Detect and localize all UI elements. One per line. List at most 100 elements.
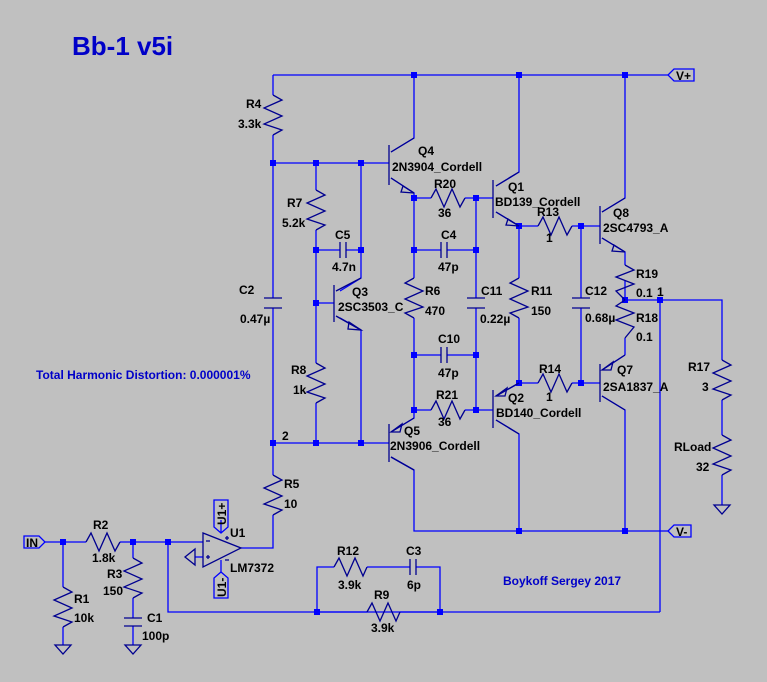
label-q8-name: Q8	[613, 206, 629, 220]
resistor-r13	[537, 215, 573, 237]
label-u1-name: U1	[230, 526, 246, 540]
ground-icon	[123, 644, 143, 655]
svg-text:V+: V+	[676, 69, 691, 83]
label-q2-value: BD140_Cordell	[496, 406, 581, 420]
label-r19-name: R19	[636, 267, 658, 281]
label-c5-value: 4.7n	[332, 260, 356, 274]
label-r18-name: R18	[636, 311, 658, 325]
label-rload-value: 32	[696, 460, 710, 474]
label-r6-value: 470	[425, 304, 445, 318]
resistor-rload	[711, 434, 733, 476]
label-q1-value: BD139_Cordell	[495, 195, 580, 209]
label-r9-name: R9	[374, 588, 390, 602]
label-r18-value: 0.1	[636, 330, 653, 344]
resistor-r8	[305, 362, 327, 404]
label-r5-value: 10	[284, 497, 298, 511]
author-note: Boykoff Sergey 2017	[503, 574, 621, 588]
resistor-r3	[122, 557, 144, 599]
resistor-r14	[537, 372, 573, 394]
label-c2-name: C2	[239, 283, 255, 297]
transistor-q3	[333, 277, 364, 331]
port-u1minus: U1-	[213, 571, 229, 599]
label-r2-name: R2	[93, 518, 109, 532]
label-c3-name: C3	[406, 544, 422, 558]
label-q1-name: Q1	[508, 180, 524, 194]
label-r8-name: R8	[291, 363, 307, 377]
label-r13-value: 1	[546, 231, 553, 245]
component-labels: R4 3.3k Q4 2N3904_Cordell R20 36 Q1 BD13…	[74, 97, 711, 643]
ground-symbols	[53, 504, 732, 655]
label-r19-value: 0.1	[636, 286, 653, 300]
label-u1-value: LM7372	[230, 561, 274, 575]
label-r6-name: R6	[425, 284, 441, 298]
label-c11-name: C11	[481, 284, 503, 298]
label-r11-value: 150	[531, 304, 551, 318]
svg-text:IN: IN	[26, 536, 38, 550]
capacitor-c5	[339, 242, 347, 258]
label-c10-value: 47p	[438, 366, 459, 380]
transistor-q2	[492, 382, 520, 435]
resistor-r9	[366, 601, 401, 623]
label-r1-name: R1	[74, 592, 90, 606]
label-r20-value: 36	[438, 206, 452, 220]
label-c10-name: C10	[438, 332, 460, 346]
label-r5-name: R5	[284, 477, 300, 491]
label-q5-name: Q5	[404, 424, 420, 438]
label-r11-name: R11	[531, 284, 553, 298]
label-r7-value: 5.2k	[282, 216, 306, 230]
capacitor-c1	[124, 617, 142, 627]
junctions	[60, 72, 663, 615]
ground-icon	[53, 644, 73, 655]
label-r13-name: R13	[537, 205, 559, 219]
capacitor-c4	[440, 242, 448, 258]
port-in: IN	[23, 535, 46, 550]
label-r20-name: R20	[434, 177, 456, 191]
resistor-r7	[305, 189, 327, 231]
label-r3-value: 150	[103, 584, 123, 598]
label-r14-name: R14	[539, 362, 561, 376]
label-r21-value: 36	[438, 415, 452, 429]
capacitor-c2	[264, 297, 282, 309]
label-c12-name: C12	[585, 284, 607, 298]
label-c11-value: 0.22µ	[480, 312, 510, 326]
label-c4-name: C4	[441, 228, 457, 242]
label-r17-name: R17	[688, 360, 710, 374]
svg-text:U1+: U1+	[215, 503, 229, 525]
resistor-symbols	[52, 94, 733, 628]
label-c1-name: C1	[147, 611, 163, 625]
transistor-q1	[492, 171, 520, 227]
resistor-r18	[614, 299, 636, 339]
schematic-title: Bb-1 v5i	[72, 31, 173, 61]
resistor-r20	[430, 187, 466, 209]
label-r17-value: 3	[702, 380, 709, 394]
label-r1-value: 10k	[74, 611, 94, 625]
transistor-q8	[599, 197, 626, 253]
label-q7-value: 2SA1837_A	[603, 380, 669, 394]
wires	[45, 74, 723, 645]
label-q7-name: Q7	[617, 363, 633, 377]
label-q3-value: 2SC3503_C	[338, 300, 404, 314]
label-c5-name: C5	[335, 228, 351, 242]
svg-text:V-: V-	[676, 525, 687, 539]
label-r4-name: R4	[246, 97, 262, 111]
label-q2-name: Q2	[508, 391, 524, 405]
port-u1plus: U1+	[213, 499, 229, 534]
resistor-r4	[262, 94, 284, 136]
label-r12-value: 3.9k	[338, 578, 362, 592]
capacitor-c10	[440, 347, 448, 363]
node-label-1: 1	[657, 285, 664, 299]
label-c12-value: 0.68µ	[585, 311, 615, 325]
resistor-r17	[711, 359, 733, 401]
ground-icon	[712, 504, 732, 515]
transistor-symbols	[333, 137, 626, 471]
resistor-r6	[403, 277, 425, 319]
label-r2-value: 1.8k	[92, 551, 116, 565]
label-q4-name: Q4	[418, 144, 434, 158]
thd-note: Total Harmonic Distortion: 0.000001%	[36, 368, 251, 382]
label-c2-value: 0.47µ	[240, 312, 270, 326]
label-r12-name: R12	[337, 544, 359, 558]
label-r4-value: 3.3k	[238, 117, 262, 131]
label-rload-name: RLoad	[674, 440, 711, 454]
